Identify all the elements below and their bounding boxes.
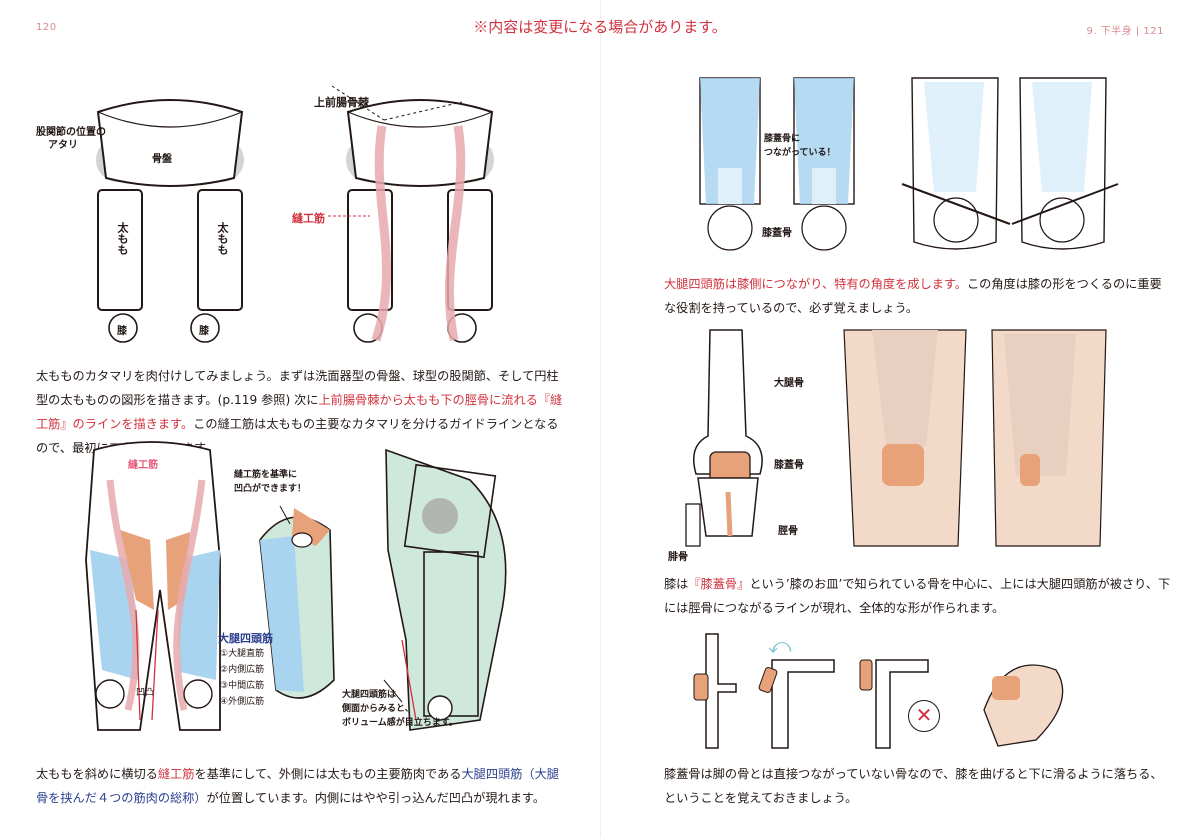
- asis-label: 上前腸骨棘: [314, 96, 369, 109]
- figure-knee-bones: 大腿骨 膝蓋骨 脛骨 腓骨: [668, 326, 1166, 566]
- sartorius-note: 縫工筋を基準に 凹凸ができます！: [234, 470, 307, 494]
- paragraph-patella-slide: 膝蓋骨は脚の骨とは直接つながっていない骨なので、膝を曲げると下に滑るように落ちる…: [664, 767, 1163, 805]
- knee-connection-note: 膝蓋骨に つながっている！: [764, 134, 836, 158]
- knee-label-right: 膝: [199, 326, 209, 337]
- quadriceps-illustration: [85, 441, 507, 731]
- patella-label-bones: 膝蓋骨: [774, 460, 804, 471]
- thigh-label-left: 太もも: [116, 222, 129, 255]
- quadriceps-title: 大腿四頭筋: [218, 632, 273, 645]
- knee-connection-illustration: [699, 77, 1119, 251]
- patella-slide-illustration: [693, 633, 1064, 749]
- hip-joint-label: 股関節の位置の アタリ: [36, 127, 106, 151]
- change-notice: ※内容は変更になる場合があります。: [473, 18, 727, 36]
- thigh-label-right: 太もも: [216, 222, 229, 255]
- knee-bones-illustration: [685, 329, 1107, 547]
- figure-quadriceps: 縫工筋 縫工筋を基準に 凹凸ができます！ 大腿四頭筋 ①大腿直筋 ②内側広筋 ③…: [80, 440, 580, 750]
- arrow-curved-icon: ⤺: [768, 634, 792, 659]
- femur-label: 大腿骨: [774, 378, 804, 389]
- quadriceps-list: ①大腿直筋 ②内側広筋 ③中間広筋 ④外側広筋: [220, 649, 265, 707]
- page-number-right: 9. 下半身 | 121: [1086, 26, 1164, 37]
- cross-mark-icon: ✕: [908, 700, 940, 732]
- fibula-label: 腓骨: [668, 552, 688, 563]
- paragraph-patella: 膝は『膝蓋骨』という’膝のお皿’で知られている骨を中心に、上には大腿四頭筋が被さ…: [664, 577, 1171, 615]
- pelvis-thigh-illustration: [96, 85, 494, 343]
- paragraph-quadriceps: 太ももを斜めに横切る縫工筋を基準にして、外側には太ももの主要筋肉である大腿四頭筋…: [36, 767, 559, 805]
- page-number-left: 120: [36, 22, 57, 33]
- concave-label: 凹凸: [136, 688, 155, 698]
- tibia-label: 脛骨: [778, 526, 798, 537]
- figure-knee-connection: 膝蓋骨に つながっている！ 膝蓋骨: [680, 72, 1160, 262]
- figure-patella-slide: ⤺ ✕: [676, 630, 1166, 754]
- paragraph-knee-angle: 大腿四頭筋は膝側につながり、特有の角度を成します。この角度は膝の形をつくるのに重…: [664, 277, 1162, 315]
- knee-label-left: 膝: [117, 326, 127, 337]
- patella-label-top: 膝蓋骨: [762, 228, 792, 239]
- sartorius-label-front: 縫工筋: [128, 460, 158, 471]
- sartorius-label: 縫工筋: [292, 212, 325, 225]
- side-view-note: 大腿四頭筋は 側面からみると、 ボリューム感が目立ちます。: [342, 690, 458, 728]
- page-gutter: [600, 0, 601, 838]
- figure-pelvis-thigh: 股関節の位置の アタリ 骨盤 太もも 太もも 膝 膝 上前腸骨棘 縫工筋: [30, 85, 590, 350]
- paragraph-intro: 太もものカタマリを肉付けしてみましょう。まずは洗面器型の骨盤、球型の股関節、そし…: [36, 369, 563, 455]
- pelvis-label: 骨盤: [152, 154, 172, 165]
